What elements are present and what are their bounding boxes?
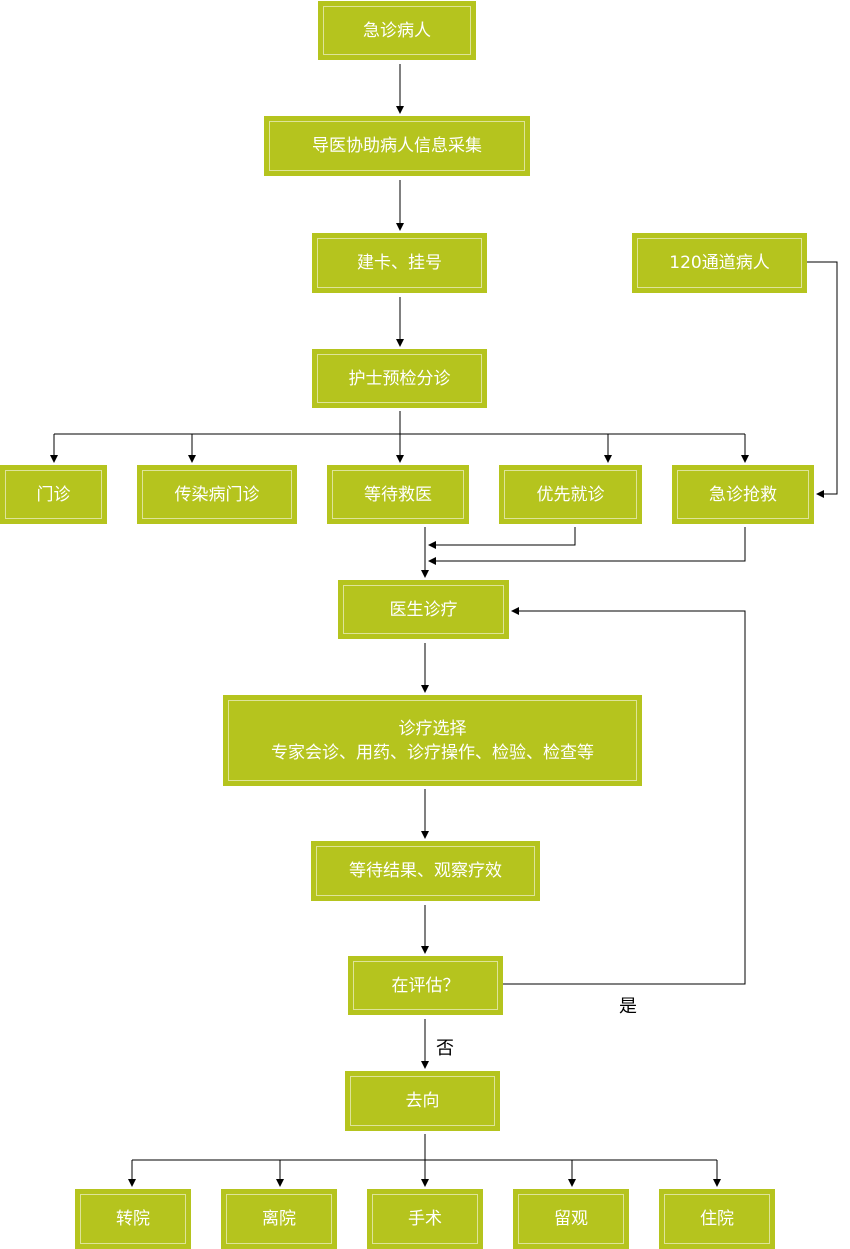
node-choice: 诊疗选择 专家会诊、用药、诊疗操作、检验、检查等: [223, 695, 642, 786]
node-label: 传染病门诊: [174, 484, 260, 505]
node-registration: 建卡、挂号: [312, 233, 487, 293]
node-label: 建卡、挂号: [357, 253, 442, 273]
node-label: 医生诊疗: [389, 599, 458, 620]
node-label: 转院: [116, 1209, 150, 1229]
node-discharge: 离院: [221, 1189, 337, 1249]
node-waiting-treatment: 等待救医: [327, 465, 469, 524]
node-observe: 等待结果、观察疗效: [311, 841, 540, 901]
node-emergency-patient: 急诊病人: [318, 1, 476, 60]
node-label-detail: 专家会诊、用药、诊疗操作、检验、检查等: [271, 742, 594, 763]
node-label: 优先就诊: [536, 484, 605, 505]
node-infectious-outpatient: 传染病门诊: [137, 465, 297, 524]
node-transfer: 转院: [75, 1189, 191, 1249]
node-label: 住院: [700, 1209, 734, 1229]
node-label: 急诊抢救: [709, 484, 777, 505]
edge-label-yes: 是: [619, 996, 637, 1017]
edge-rescue-to-doctor: [428, 527, 746, 565]
node-doctor: 医生诊疗: [338, 580, 509, 639]
node-label: 门诊: [36, 484, 71, 505]
node-surgery: 手术: [367, 1189, 483, 1249]
node-admission: 住院: [659, 1189, 775, 1249]
node-reassess: 在评估？: [348, 956, 503, 1015]
edge-priority-to-doctor: [428, 527, 576, 549]
node-label-title: 诊疗选择: [398, 718, 467, 739]
node-label: 手术: [408, 1209, 442, 1229]
node-label: 离院: [262, 1209, 296, 1229]
node-label: 护士预检分诊: [348, 368, 451, 389]
node-label: 去向: [405, 1091, 440, 1111]
node-label: 导医协助病人信息采集: [312, 136, 482, 156]
edge-reassess-yes: [503, 607, 746, 985]
node-label: 在评估？: [391, 975, 460, 996]
node-channel-120: 120通道病人: [632, 233, 807, 293]
node-label: 120通道病人: [669, 253, 770, 273]
node-label: 急诊病人: [363, 20, 431, 41]
edge-label-no: 否: [436, 1038, 454, 1059]
node-info-collection: 导医协助病人信息采集: [264, 116, 530, 176]
node-label: 留观: [554, 1209, 588, 1229]
node-rescue: 急诊抢救: [672, 465, 814, 524]
node-triage: 护士预检分诊: [312, 349, 487, 408]
node-label: 等待救医: [364, 484, 432, 505]
node-observation: 留观: [513, 1189, 629, 1249]
node-label: 等待结果、观察疗效: [349, 861, 502, 881]
node-priority: 优先就诊: [499, 465, 642, 524]
node-destination: 去向: [345, 1071, 500, 1131]
edge-120-to-rescue: [807, 261, 838, 498]
node-outpatient: 门诊: [0, 465, 107, 524]
